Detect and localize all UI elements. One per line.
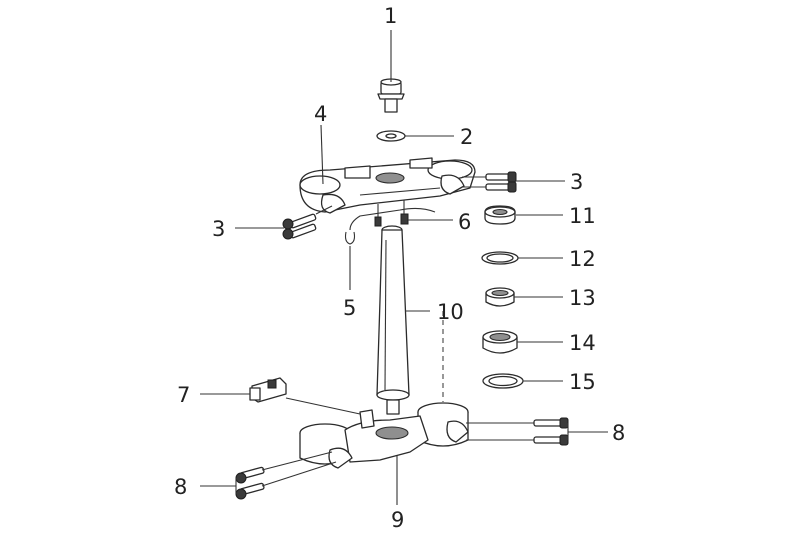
callout-8-left: 8 (174, 475, 187, 499)
pinch-bolts-upper-left (282, 205, 333, 240)
lower-seal-ring (482, 373, 524, 389)
dust-seal (481, 251, 519, 265)
callout-1: 1 (384, 4, 397, 28)
callout-10: 10 (437, 300, 464, 324)
callout-14: 14 (569, 331, 596, 355)
lower-triple-clamp (299, 402, 469, 469)
small-screws (374, 200, 409, 227)
pinch-bolts-lower-right (466, 417, 569, 446)
pinch-bolts-lower-left (235, 451, 337, 500)
upper-triple-clamp (299, 157, 476, 214)
callout-2: 2 (460, 125, 473, 149)
callout-6: 6 (458, 210, 471, 234)
callout-7: 7 (177, 383, 190, 407)
lower-bearing (482, 330, 518, 354)
callout-3-right: 3 (570, 170, 583, 194)
guide-bracket (249, 377, 287, 403)
callout-15: 15 (569, 370, 596, 394)
callout-11: 11 (569, 204, 596, 228)
upper-bearing (485, 287, 515, 307)
cable-guide-wire (344, 207, 436, 245)
washer (376, 130, 406, 142)
callout-9: 9 (391, 508, 404, 532)
callout-4: 4 (314, 102, 327, 126)
callout-12: 12 (569, 247, 596, 271)
stem-nut (484, 205, 516, 225)
callout-13: 13 (569, 286, 596, 310)
pinch-bolts-upper-right (462, 171, 517, 193)
callout-3-left: 3 (212, 217, 225, 241)
callout-5: 5 (343, 296, 356, 320)
steering-stem (376, 225, 410, 415)
callout-8-right: 8 (612, 421, 625, 445)
callout-labels: 1 2 3 3 4 5 6 7 8 8 9 10 11 12 13 14 15 (174, 4, 625, 532)
top-bolt (377, 78, 405, 113)
leader-lines (200, 30, 608, 505)
